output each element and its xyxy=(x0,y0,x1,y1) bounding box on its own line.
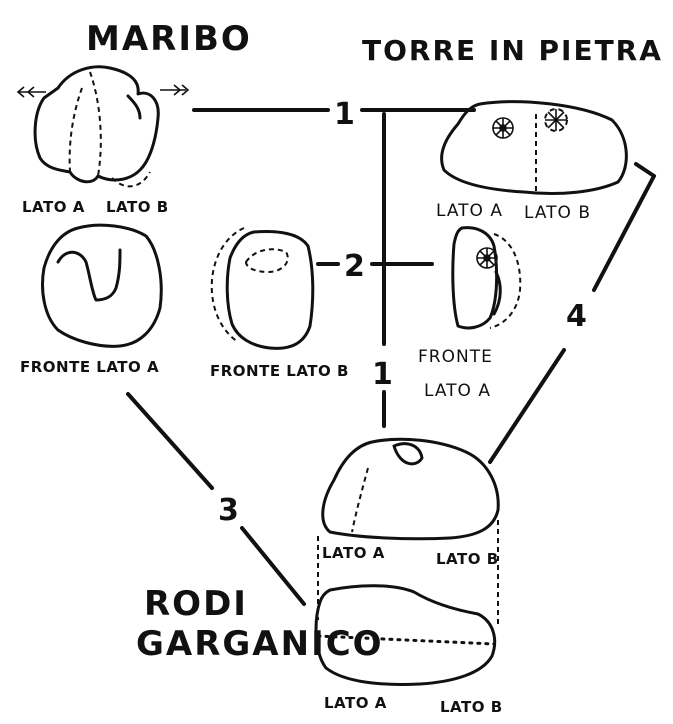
maribo-front-b-outline xyxy=(225,230,315,350)
torre-lato-b-label: LATO B xyxy=(524,203,591,223)
connector-torre-rodi-hook xyxy=(634,162,656,178)
maribo-front-b-left-edge xyxy=(210,227,245,343)
maribo-fronte-lato-b-label: FRONTE LATO B xyxy=(210,362,349,380)
site-title-garganico: GARGANICO xyxy=(136,624,384,664)
maribo-lato-a-label: LATO A xyxy=(22,198,85,216)
link-number-4: 4 xyxy=(566,299,587,334)
site-title-maribo: MARIBO xyxy=(86,19,252,59)
rodi-bottom-divider xyxy=(316,634,496,646)
connector-maribo-rodi-lower xyxy=(240,526,306,606)
maribo-object-sides xyxy=(16,65,190,188)
rodi-top-outline xyxy=(321,437,500,541)
torre-front-rosette-icon xyxy=(476,247,498,269)
maribo-object-outline xyxy=(33,65,160,184)
maribo-side-divider xyxy=(89,71,102,177)
torre-rosette-icon-b xyxy=(544,108,568,132)
torre-front-outline xyxy=(451,226,499,330)
rodi-top-lato-a-label: LATO A xyxy=(322,544,385,562)
rodi-top-lato-b-label: LATO B xyxy=(436,550,499,568)
torre-lato-a-label: LATO A xyxy=(436,201,503,221)
maribo-front-b-scar xyxy=(244,248,289,274)
torre-front-edge xyxy=(489,233,522,329)
connector-torre-rodi-upper xyxy=(592,174,656,292)
maribo-lato-b-label: LATO B xyxy=(106,198,169,216)
maribo-inner-edge xyxy=(68,87,83,173)
link-number-3: 3 xyxy=(218,493,239,528)
maribo-front-a-outline xyxy=(41,223,163,348)
connector-torre-rodi-lower xyxy=(488,348,566,464)
link-number-1-middle: 1 xyxy=(372,357,393,392)
torre-front-groove xyxy=(492,270,502,316)
rodi-bottom-outline xyxy=(314,584,497,686)
site-title-rodi: RODI xyxy=(144,584,248,624)
torre-object-sides xyxy=(440,100,628,195)
rodi-top-divider xyxy=(351,467,369,533)
site-title-torre-in-pietra: TORRE IN PIETRA xyxy=(362,34,663,67)
torre-fronte-lato-a-label: LATO A xyxy=(424,381,491,401)
torre-fronte-label: FRONTE xyxy=(418,347,493,367)
torre-object-outline xyxy=(440,100,628,195)
maribo-notch xyxy=(126,94,142,120)
link-number-2: 2 xyxy=(344,249,365,284)
torre-rosette-icon-a xyxy=(492,117,514,139)
maribo-front-a-groove xyxy=(56,248,122,302)
link-number-1-top: 1 xyxy=(334,97,355,132)
connector-maribo-rodi-upper xyxy=(126,392,214,490)
rodi-top-cavity xyxy=(392,442,424,466)
rodi-bottom-lato-a-label: LATO A xyxy=(324,694,387,712)
maribo-arrow-left xyxy=(16,86,46,98)
rodi-bottom-lato-b-label: LATO B xyxy=(440,698,503,716)
maribo-base-edge xyxy=(111,171,151,188)
maribo-arrow-right xyxy=(160,84,190,96)
maribo-fronte-lato-a-label: FRONTE LATO A xyxy=(20,358,159,376)
